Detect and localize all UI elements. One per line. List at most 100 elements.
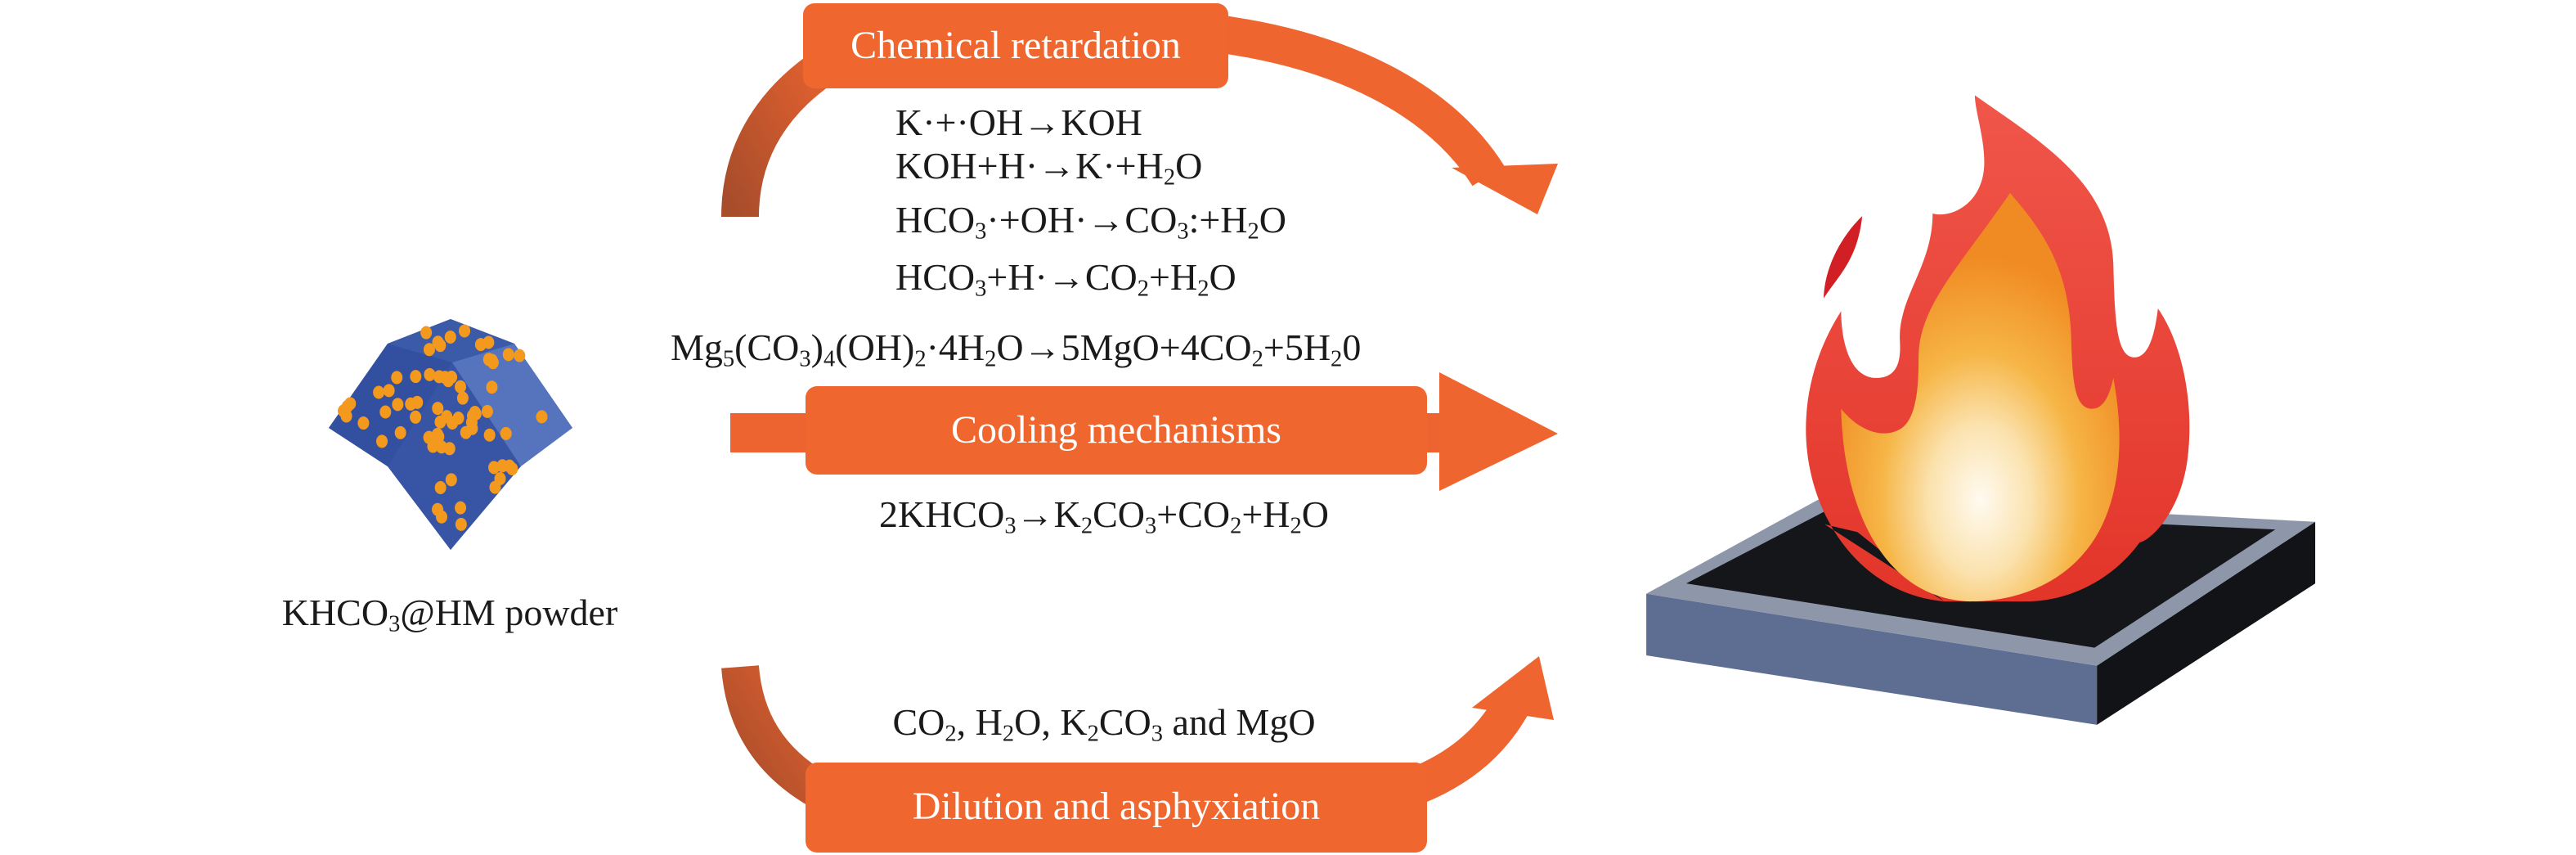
particle-dot — [500, 426, 512, 440]
particle-dot — [432, 402, 444, 416]
formula-text: KHCO — [281, 591, 389, 633]
particle-dot — [392, 398, 404, 412]
particle-dot — [459, 324, 471, 338]
particle-dot — [410, 370, 422, 384]
particle-dot — [436, 440, 448, 454]
particle-dot — [423, 343, 435, 357]
particle-dot — [455, 501, 467, 515]
subscript: 2 — [1230, 513, 1242, 539]
formula-text: HCO — [895, 198, 976, 241]
particle-dot — [486, 380, 498, 394]
formula-text: O — [1209, 255, 1236, 298]
particle-dot — [391, 371, 403, 385]
subscript: 2 — [1197, 276, 1209, 302]
particle-dot — [494, 471, 506, 485]
particle-dot — [424, 367, 436, 381]
khco3-hm-particle-icon — [329, 319, 572, 550]
dilution-asphyxiation-label: Dilution and asphyxiation — [912, 785, 1321, 828]
particle-dot — [483, 428, 496, 442]
formula-text: CO — [1098, 700, 1151, 743]
particle-dot — [445, 473, 457, 487]
formula-text: , H — [956, 700, 1003, 743]
subscript: 3 — [975, 276, 987, 302]
subscript: 2 — [945, 721, 957, 747]
chemical-retardation-arrow — [721, 3, 1558, 218]
particle-dot — [469, 405, 481, 419]
particle-dot — [436, 510, 448, 524]
formula-text: O — [1301, 493, 1330, 535]
subscript: 3 — [1177, 218, 1189, 245]
subscript: 2 — [1002, 721, 1015, 747]
fire-on-tray-icon — [1646, 95, 2316, 725]
formula-text: ·+OH·→CO — [986, 198, 1178, 241]
subscript: 5 — [722, 346, 735, 372]
formula-text: @HM powder — [400, 591, 618, 633]
subscript: 2 — [1087, 721, 1099, 747]
equation-hydromagnesite-decomposition: Mg5(CO3)4(OH)2·4H2O→5MgO+4CO2+5H20 — [671, 326, 1361, 372]
particle-dot — [410, 410, 422, 424]
particle-dot — [481, 404, 493, 418]
formula-text: O — [1175, 144, 1203, 187]
particle-dot — [487, 356, 499, 370]
subscript: 3 — [388, 611, 401, 637]
particle-dot — [444, 330, 456, 344]
subscript: 2 — [1137, 276, 1150, 302]
particle-dot — [432, 335, 444, 349]
particle-dot — [423, 430, 435, 444]
particle-dot — [383, 384, 395, 398]
particle-dot — [338, 404, 350, 418]
formula-text: O — [1259, 198, 1287, 241]
particle-dot — [536, 410, 548, 424]
formula-text: (OH) — [835, 326, 915, 368]
subscript: 2 — [1290, 513, 1302, 539]
particle-dot — [420, 326, 433, 340]
equation-radical-2: KOH+H·→K·+H2O — [895, 144, 1203, 191]
particle-dot — [379, 405, 392, 419]
particle-dot — [357, 416, 370, 430]
subscript: 2 — [1080, 513, 1093, 539]
subscript: 2 — [914, 346, 927, 372]
formula-text: +H — [1149, 255, 1198, 298]
formula-text: ) — [810, 326, 824, 368]
formula-text: K·+·OH→KOH — [895, 101, 1142, 143]
subscript: 2 — [1251, 346, 1263, 372]
cooling-mechanisms-label: Cooling mechanisms — [951, 408, 1281, 452]
chemical-retardation-label: Chemical retardation — [850, 24, 1181, 67]
particle-dot — [376, 434, 388, 448]
formula-text: +H — [1241, 493, 1290, 535]
formula-text: +CO — [1156, 493, 1231, 535]
formula-text: →K — [1016, 493, 1081, 535]
particle-dot — [454, 380, 466, 394]
formula-text: (CO — [734, 326, 800, 368]
particle-dot — [434, 481, 447, 495]
equation-radical-3: HCO3·+OH·→CO3:+H2O — [895, 198, 1287, 245]
particle-dot — [456, 391, 469, 405]
subscript: 4 — [824, 346, 836, 372]
powder-label: KHCO3@HM powder — [281, 591, 618, 637]
formula-text: ·4H — [926, 326, 985, 368]
equation-khco3-decomposition: 2KHCO3→K2CO3+CO2+H2O — [878, 493, 1330, 539]
formula-text: HCO — [895, 255, 976, 298]
formula-text: Mg — [671, 326, 723, 368]
subscript: 3 — [1151, 721, 1164, 747]
formula-text: CO — [1093, 493, 1145, 535]
subscript: 2 — [1331, 346, 1343, 372]
formula-text: +5H — [1263, 326, 1331, 368]
dilution-products: CO2, H2O, K2CO3 and MgO — [892, 700, 1315, 747]
subscript: 2 — [985, 346, 997, 372]
formula-text: 2KHCO — [878, 493, 1005, 535]
formula-text: O→5MgO+4CO — [996, 326, 1252, 368]
formula-text: :+H — [1188, 198, 1248, 241]
formula-text: +H·→CO — [986, 255, 1138, 298]
particle-dot — [442, 374, 455, 388]
subscript: 2 — [1247, 218, 1259, 245]
particle-dot — [496, 459, 509, 473]
subscript: 3 — [1004, 513, 1016, 539]
particle-dot — [373, 385, 385, 399]
particle-dot — [394, 425, 406, 439]
cooling-arrow — [730, 372, 1558, 491]
subscript: 3 — [799, 346, 811, 372]
equation-radical-4: HCO3+H·→CO2+H2O — [895, 255, 1236, 302]
subscript: 2 — [1163, 164, 1176, 191]
